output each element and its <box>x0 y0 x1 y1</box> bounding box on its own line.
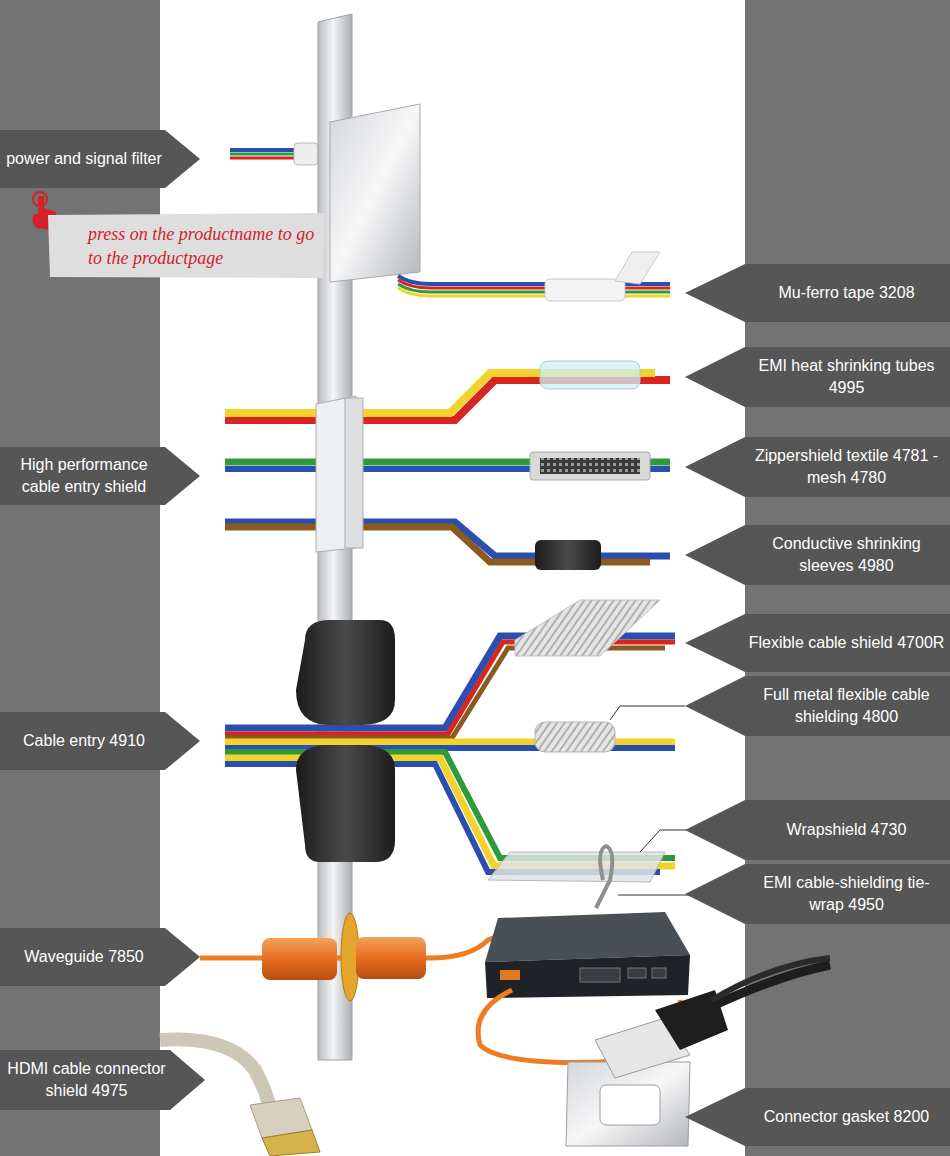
product-name: Conductive shrinking sleeves 4980 <box>747 533 946 577</box>
product-name: Waveguide 7850 <box>24 946 144 968</box>
text-area: Wrapshield 4730 <box>747 800 946 860</box>
metal-braid <box>535 722 615 752</box>
callout-shape <box>48 213 325 278</box>
text-area: High performance cable entry shield <box>4 447 164 505</box>
entry-shield <box>345 398 363 548</box>
dvi-connector <box>595 958 830 1078</box>
callout-outline <box>48 213 325 278</box>
text-area: power and signal filter <box>4 130 164 188</box>
product-name: Connector gasket 8200 <box>764 1106 929 1128</box>
shield-panel <box>330 104 420 282</box>
text-area: Zippershield textile 4781 - mesh 4780 <box>747 437 946 497</box>
product-name: Mu-ferro tape 3208 <box>778 282 914 304</box>
conductive-sleeve-cable <box>225 522 670 570</box>
callout-outline <box>685 1088 950 1146</box>
callout-outline <box>685 614 950 672</box>
callout-outline <box>0 130 200 188</box>
callout-box: Zippershield textile 4781 - mesh 4780 <box>685 437 950 497</box>
callout-outline <box>685 676 950 736</box>
callout-box: HDMI cable connector shield 4975 <box>0 1050 205 1110</box>
filter-wires <box>230 143 318 165</box>
tie-wrap <box>596 846 612 908</box>
callout-outline <box>685 264 950 322</box>
callout-box: High performance cable entry shield <box>0 447 200 505</box>
callout-shape <box>685 347 950 407</box>
callout-box: EMI heat shrinking tubes 4995 <box>685 347 950 407</box>
text-area: Full metal flexible cable shielding 4800 <box>747 676 946 736</box>
text-area: press on the productname to go to the pr… <box>88 213 321 278</box>
text-area: Waveguide 7850 <box>4 928 164 986</box>
mu-ferro-wires <box>398 252 670 301</box>
product-name: Wrapshield 4730 <box>787 819 907 841</box>
callout-box: Cable entry 4910 <box>0 712 200 770</box>
callout-outline <box>0 1050 205 1110</box>
product-name: High performance cable entry shield <box>4 454 164 498</box>
callout-box: Full metal flexible cable shielding 4800 <box>685 676 950 736</box>
callout-outline <box>0 712 200 770</box>
callout-box: Connector gasket 8200 <box>685 1088 950 1146</box>
callout-outline <box>685 525 950 585</box>
callout-outline <box>685 864 950 924</box>
note-box: press on the productname to go to the pr… <box>48 213 325 278</box>
product-name: Full metal flexible cable shielding 4800 <box>747 684 946 728</box>
callout-outline <box>0 928 200 986</box>
connector-gasket <box>566 1062 690 1146</box>
callout-box: power and signal filter <box>0 130 200 188</box>
text-area: HDMI cable connector shield 4975 <box>4 1050 169 1110</box>
callout-outline <box>685 437 950 497</box>
heat-shrink-cable <box>225 361 670 420</box>
callout-shape <box>685 864 950 924</box>
callout-box: Wrapshield 4730 <box>685 800 950 860</box>
callout-shape <box>685 676 950 736</box>
product-name: Flexible cable shield 4700R <box>749 632 945 654</box>
text-area: Flexible cable shield 4700R <box>747 614 946 672</box>
text-area: EMI heat shrinking tubes 4995 <box>747 347 946 407</box>
text-area: Cable entry 4910 <box>4 712 164 770</box>
product-name: power and signal filter <box>6 148 162 170</box>
callout-box: Flexible cable shield 4700R <box>685 614 950 672</box>
flexible-shield <box>515 600 660 656</box>
product-name: EMI cable-shielding tie-wrap 4950 <box>747 872 946 916</box>
callout-shape <box>0 447 200 505</box>
callout-shape <box>685 525 950 585</box>
note-text: press on the productname to go to the pr… <box>88 222 321 270</box>
cable-bundle <box>225 636 675 872</box>
callout-shape <box>0 1050 205 1110</box>
product-name: Cable entry 4910 <box>23 730 145 752</box>
zipper-cable <box>225 452 670 480</box>
text-area: Conductive shrinking sleeves 4980 <box>747 525 946 585</box>
callout-outline <box>685 800 950 860</box>
waveguide <box>200 913 500 1001</box>
callout-shape <box>685 437 950 497</box>
callout-box: Conductive shrinking sleeves 4980 <box>685 525 950 585</box>
product-name: Zippershield textile 4781 - mesh 4780 <box>747 445 946 489</box>
callout-outline <box>0 447 200 505</box>
text-area: Mu-ferro tape 3208 <box>747 264 946 322</box>
callout-box: EMI cable-shielding tie-wrap 4950 <box>685 864 950 924</box>
text-area: EMI cable-shielding tie-wrap 4950 <box>747 864 946 924</box>
product-name: HDMI cable connector shield 4975 <box>4 1058 169 1102</box>
text-area: Connector gasket 8200 <box>747 1088 946 1146</box>
callout-box: Mu-ferro tape 3208 <box>685 264 950 322</box>
product-name: EMI heat shrinking tubes 4995 <box>747 355 946 399</box>
cable-entry-grommet <box>296 620 395 862</box>
wrapshield <box>488 852 665 882</box>
callout-outline <box>685 347 950 407</box>
callout-box: Waveguide 7850 <box>0 928 200 986</box>
converter-box <box>485 912 690 998</box>
